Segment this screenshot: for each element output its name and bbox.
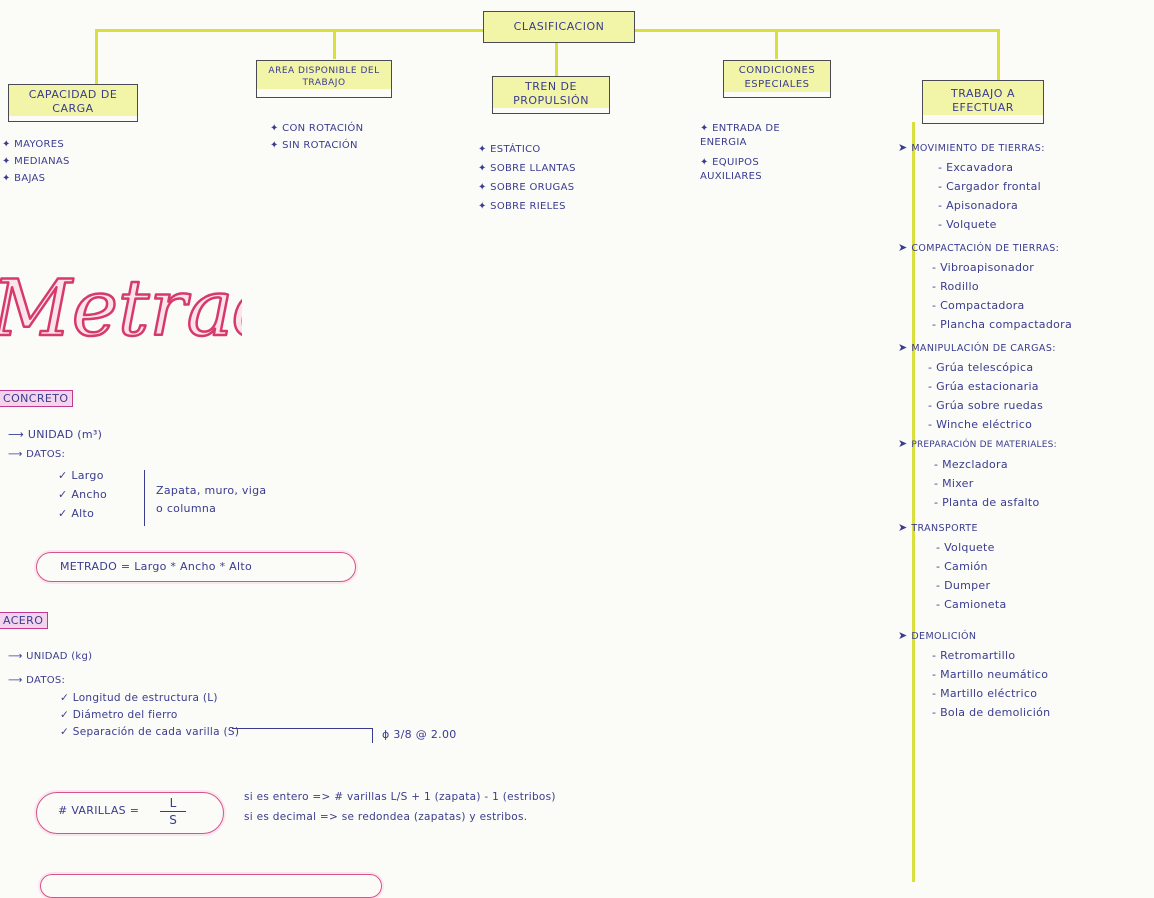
list-item: ✦ MEDIANAS bbox=[2, 156, 70, 167]
trabajo-item: - Compactadora bbox=[932, 299, 1025, 312]
list-condiciones: ✦ ENTRADA DE ENERGIA ✦ EQUIPOS AUXILIARE… bbox=[700, 122, 820, 184]
list-area: ✦ CON ROTACIÓN ✦ SIN ROTACIÓN bbox=[270, 120, 363, 154]
trabajo-item: - Dumper bbox=[936, 579, 991, 592]
trabajo-group-transporte: ➤ TRANSPORTE - Volquete - Camión - Dumpe… bbox=[898, 518, 1154, 614]
connector-drop-3 bbox=[555, 42, 558, 76]
connector-drop-4 bbox=[775, 29, 778, 59]
trabajo-item: - Cargador frontal bbox=[938, 180, 1042, 193]
trabajo-item: - Mezcladora bbox=[934, 458, 1008, 471]
connector-trabajo-vertical bbox=[912, 122, 915, 882]
clasificacion-title: CLASIFICACION bbox=[484, 12, 634, 42]
trabajo-group-preparacion: ➤ PREPARACIÓN DE MATERIALES: - Mezclador… bbox=[898, 434, 1154, 512]
concreto-formula: METRADO = Largo * Ancho * Alto bbox=[60, 560, 252, 573]
varillas-cloud bbox=[36, 792, 224, 834]
varillas-den: S bbox=[169, 813, 177, 827]
trabajo-item: - Grúa sobre ruedas bbox=[928, 399, 1044, 412]
regla-decimal: si es decimal => se redondea (zapatas) y… bbox=[244, 811, 528, 823]
branch-box-tren: TREN DE PROPULSIÓN bbox=[492, 76, 610, 114]
acero-label: ACERO bbox=[0, 612, 49, 629]
partial-cloud bbox=[40, 874, 382, 898]
list-item: ✦ CON ROTACIÓN bbox=[270, 123, 364, 134]
connector-drop-5 bbox=[997, 29, 1000, 81]
branch-header-capacidad: CAPACIDAD DE CARGA bbox=[9, 85, 137, 116]
concreto-dims: ✓ Largo ✓ Ancho ✓ Alto bbox=[58, 466, 107, 523]
concreto-aplica: Zapata, muro, viga o columna bbox=[156, 484, 267, 515]
trabajo-heading: ➤ DEMOLICIÓN bbox=[898, 629, 977, 642]
trabajo-group-demolicion: ➤ DEMOLICIÓN - Retromartillo - Martillo … bbox=[898, 626, 1154, 722]
metrados-title-text: Metrados bbox=[0, 264, 242, 354]
trabajo-heading: ➤ MOVIMIENTO DE TIERRAS: bbox=[898, 141, 1045, 154]
list-item: ✓ Alto bbox=[58, 507, 95, 520]
trabajo-item: - Martillo eléctrico bbox=[932, 687, 1038, 700]
trabajo-group-manipulacion: ➤ MANIPULACIÓN DE CARGAS: - Grúa telescó… bbox=[898, 338, 1154, 434]
connector-drop-1 bbox=[95, 29, 98, 84]
trabajo-item: - Camioneta bbox=[936, 598, 1007, 611]
branch-header-area: AREA DISPONIBLE DEL TRABAJO bbox=[257, 61, 391, 89]
trabajo-item: - Bola de demolición bbox=[932, 706, 1051, 719]
trabajo-heading: ➤ MANIPULACIÓN DE CARGAS: bbox=[898, 341, 1056, 354]
acero-datos: ⟶ DATOS: bbox=[8, 675, 66, 686]
acero-datos-list: ✓ Longitud de estructura (L) ✓ Diámetro … bbox=[60, 690, 239, 741]
concreto-label: CONCRETO bbox=[0, 390, 74, 407]
trabajo-group-compactacion: ➤ COMPACTACIÓN DE TIERRAS: - Vibroapison… bbox=[898, 238, 1154, 334]
trabajo-heading: ➤ TRANSPORTE bbox=[898, 521, 978, 534]
varillas-num: L bbox=[160, 796, 186, 812]
trabajo-item: - Volquete bbox=[936, 541, 995, 554]
list-item: ✓ Longitud de estructura (L) bbox=[60, 692, 218, 704]
acero-unidad: ⟶ UNIDAD (kg) bbox=[8, 651, 93, 662]
list-item: ✦ SOBRE RIELES bbox=[478, 201, 566, 212]
clasificacion-box: CLASIFICACION bbox=[483, 11, 635, 43]
branch-header-trabajo: TRABAJO A EFECTUAR bbox=[923, 81, 1043, 115]
concreto-formula-cloud bbox=[36, 552, 356, 582]
trabajo-item: - Mixer bbox=[934, 477, 974, 490]
trabajo-item: - Grúa telescópica bbox=[928, 361, 1034, 374]
branch-box-capacidad: CAPACIDAD DE CARGA bbox=[8, 84, 138, 122]
trabajo-item: - Winche eléctrico bbox=[928, 418, 1033, 431]
trabajo-item: - Camión bbox=[936, 560, 988, 573]
trabajo-item: - Rodillo bbox=[932, 280, 979, 293]
trabajo-item: - Planta de asfalto bbox=[934, 496, 1040, 509]
list-item: ✦ MAYORES bbox=[2, 139, 65, 150]
trabajo-group-movimiento: ➤ MOVIMIENTO DE TIERRAS: - Excavadora - … bbox=[898, 138, 1154, 234]
trabajo-item: - Excavadora bbox=[938, 161, 1014, 174]
trabajo-item: - Grúa estacionaria bbox=[928, 380, 1039, 393]
varillas-label: # VARILLAS = bbox=[58, 804, 140, 817]
varillas-fraction: L S bbox=[160, 796, 186, 828]
trabajo-item: - Apisonadora bbox=[938, 199, 1019, 212]
regla-entero: si es entero => # varillas L/S + 1 (zapa… bbox=[244, 791, 556, 803]
list-tren: ✦ ESTÁTICO ✦ SOBRE LLANTAS ✦ SOBRE ORUGA… bbox=[478, 140, 576, 216]
branch-box-area: AREA DISPONIBLE DEL TRABAJO bbox=[256, 60, 392, 98]
concreto-unidad: ⟶ UNIDAD (m³) bbox=[8, 428, 103, 441]
branch-header-tren: TREN DE PROPULSIÓN bbox=[493, 77, 609, 108]
list-item: ✦ SOBRE ORUGAS bbox=[478, 182, 575, 193]
brace bbox=[138, 470, 145, 526]
trabajo-column: ➤ MOVIMIENTO DE TIERRAS: - Excavadora - … bbox=[898, 138, 1154, 722]
trabajo-item: - Plancha compactadora bbox=[932, 318, 1073, 331]
trabajo-item: - Retromartillo bbox=[932, 649, 1016, 662]
branch-box-trabajo: TRABAJO A EFECTUAR bbox=[922, 80, 1044, 124]
list-item: ✦ EQUIPOS AUXILIARES bbox=[700, 157, 762, 182]
list-item: ✦ BAJAS bbox=[2, 173, 46, 184]
branch-box-condiciones: CONDICIONES ESPECIALES bbox=[723, 60, 831, 98]
list-item: ✓ Separación de cada varilla (S) bbox=[60, 726, 240, 738]
acero-ejemplo-line bbox=[232, 728, 373, 743]
trabajo-heading: ➤ PREPARACIÓN DE MATERIALES: bbox=[898, 437, 1057, 450]
list-item: ✦ SOBRE LLANTAS bbox=[478, 163, 576, 174]
acero-ejemplo: ϕ 3/8 @ 2.00 bbox=[382, 728, 457, 741]
list-capacidad: ✦ MAYORES ✦ MEDIANAS ✦ BAJAS bbox=[2, 136, 70, 187]
concreto-datos: ⟶ DATOS: bbox=[8, 449, 66, 460]
list-item: ✦ ENTRADA DE ENERGIA bbox=[700, 123, 781, 148]
list-item: ✦ SIN ROTACIÓN bbox=[270, 140, 358, 151]
list-item: ✦ ESTÁTICO bbox=[478, 144, 541, 155]
list-item: ✓ Largo bbox=[58, 469, 104, 482]
trabajo-item: - Martillo neumático bbox=[932, 668, 1049, 681]
trabajo-item: - Volquete bbox=[938, 218, 997, 231]
trabajo-heading: ➤ COMPACTACIÓN DE TIERRAS: bbox=[898, 241, 1060, 254]
list-item: ✓ Diámetro del fierro bbox=[60, 709, 178, 721]
list-item: ✓ Ancho bbox=[58, 488, 108, 501]
trabajo-item: - Vibroapisonador bbox=[932, 261, 1035, 274]
metrados-title: Metrados bbox=[0, 263, 242, 356]
connector-drop-2 bbox=[333, 29, 336, 59]
branch-header-condiciones: CONDICIONES ESPECIALES bbox=[724, 61, 830, 92]
